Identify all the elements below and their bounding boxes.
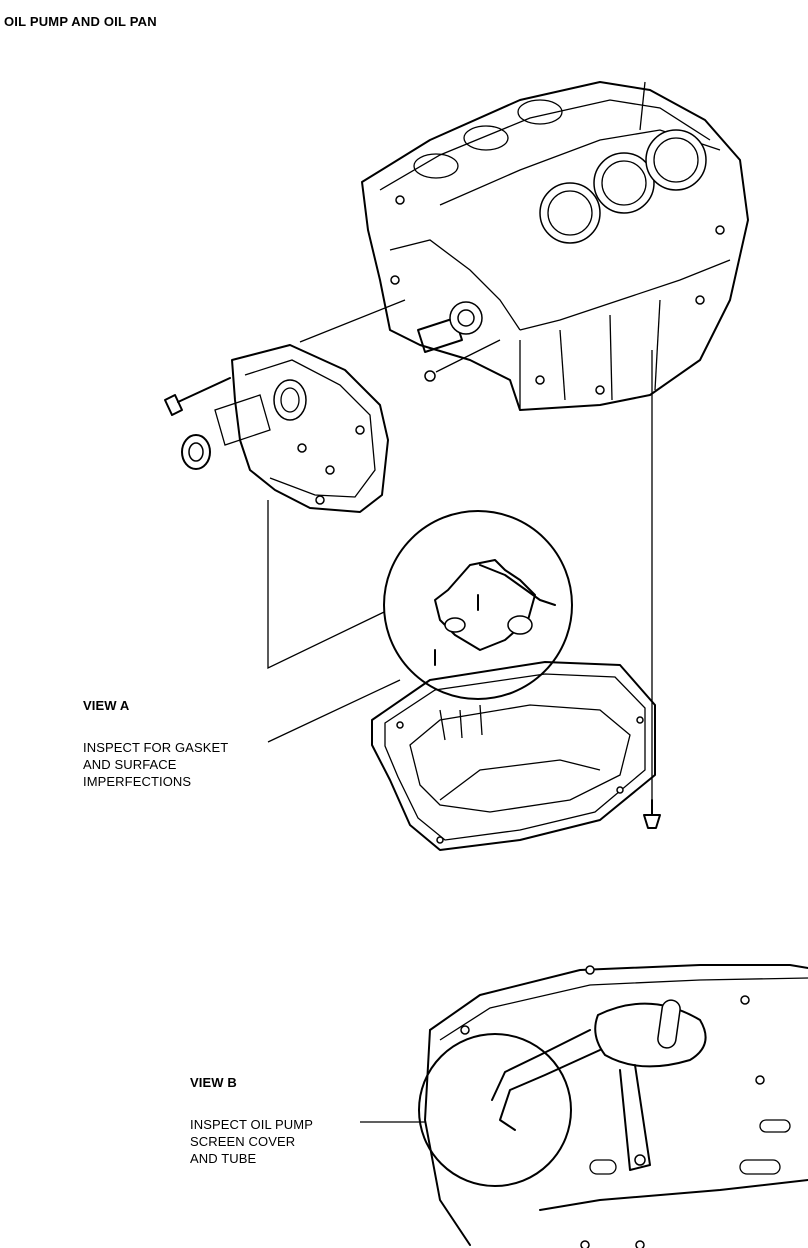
view-b-note-line-3: AND TUBE xyxy=(190,1151,257,1166)
view-b-detail xyxy=(360,964,808,1248)
o-ring xyxy=(424,370,436,382)
page-title: OIL PUMP AND OIL PAN xyxy=(4,14,157,29)
crank-seal xyxy=(181,434,211,470)
oil-pan xyxy=(371,661,656,851)
view-a-heading: VIEW A xyxy=(83,698,130,713)
view-a-detail xyxy=(267,510,573,743)
view-a-note-line-3: IMPERFECTIONS xyxy=(83,774,192,789)
pan-bolt xyxy=(643,799,661,829)
engine-block xyxy=(361,81,749,411)
view-a-note-line-2: AND SURFACE xyxy=(83,757,177,772)
view-b-heading: VIEW B xyxy=(190,1075,237,1090)
view-b-note-line-2: SCREEN COVER xyxy=(190,1134,296,1149)
view-a-note-line-1: INSPECT FOR GASKET xyxy=(83,740,229,755)
oil-pump xyxy=(214,344,389,513)
pump-bolt xyxy=(164,377,231,416)
view-b-note-line-1: INSPECT OIL PUMP xyxy=(190,1117,313,1132)
